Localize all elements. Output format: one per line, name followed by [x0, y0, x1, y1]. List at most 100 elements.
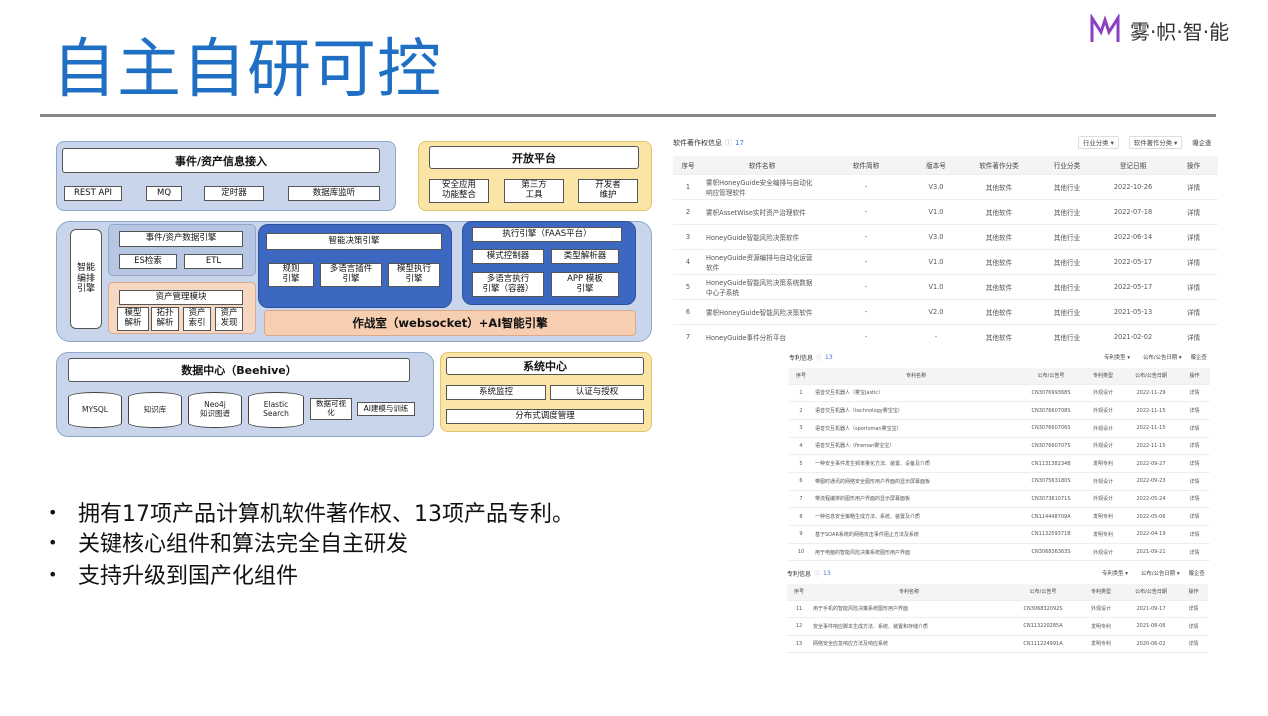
table-cell: 2021-08-06	[1123, 617, 1179, 636]
asset-module-item: 拓扑 解析	[151, 307, 179, 331]
detail-link[interactable]: 详情	[1169, 324, 1218, 342]
bullet-text: 拥有17项产品计算机软件著作权、13项产品专利。	[78, 502, 574, 527]
table-cell: 6	[673, 299, 703, 325]
table-cell: -	[821, 224, 911, 250]
db-cylinder: Neo4j 知识图谱	[188, 392, 242, 428]
table-header-row: 序号 专利名称 公布/公告号 专利类型 公布/公告日期 操作	[789, 368, 1210, 385]
table-cell: 4	[789, 437, 813, 456]
filter-dropdown[interactable]: 公布/公告日期 ▾	[1136, 568, 1184, 578]
table-cell: 网络安全应急响应方法及响应系统	[811, 635, 1007, 653]
detail-link[interactable]: 详情	[1169, 199, 1218, 225]
db-cylinder: Elastic Search	[248, 392, 304, 428]
column-header: 登记日期	[1097, 156, 1169, 175]
table-cell: 外观设计	[1083, 401, 1123, 420]
detail-link[interactable]: 详情	[1179, 635, 1208, 653]
column-header: 专利类型	[1083, 368, 1123, 385]
column-header: 版本号	[911, 156, 961, 175]
detail-link[interactable]: 详情	[1179, 543, 1210, 562]
table-cell: 3	[673, 224, 703, 250]
table-cell: 2022-09-27	[1123, 454, 1179, 473]
filter-dropdown[interactable]: 专利类型 ▾	[1098, 568, 1132, 578]
column-header: 行业分类	[1037, 156, 1097, 175]
logo: 雾·帜·智·能	[1088, 14, 1229, 46]
detail-link[interactable]: 详情	[1179, 525, 1210, 544]
detail-link[interactable]: 详情	[1169, 174, 1218, 200]
warroom-bar: 作战室（websocket）+AI智能引擎	[264, 310, 636, 336]
filter-dropdown[interactable]: 专利类型 ▾	[1100, 352, 1134, 362]
table-cell: 12	[787, 617, 811, 636]
table-cell: 其他行业	[1037, 299, 1097, 325]
table-cell: 其他软件	[961, 224, 1037, 250]
detail-link[interactable]: 详情	[1179, 437, 1210, 456]
table-cell: 2021-05-13	[1097, 299, 1169, 325]
table-cell: 2022-07-18	[1097, 199, 1169, 225]
logo-icon	[1090, 14, 1120, 42]
table-cell: 7	[673, 324, 703, 342]
db-cylinder: 知识库	[128, 392, 182, 428]
table-cell: HoneyGuide事件分析平台	[703, 324, 821, 342]
detail-link[interactable]: 详情	[1179, 490, 1210, 509]
column-header: 操作	[1169, 156, 1218, 175]
filter-dropdown[interactable]: 行业分类 ▾	[1078, 136, 1119, 149]
bullet-dot: •	[48, 502, 58, 522]
patent-header: 专利信息 ⓘ 13	[789, 352, 833, 363]
decision-engine-item: 模型执行 引擎	[388, 263, 440, 287]
table-cell: 语音交互机器人（sportsman雾宝宝）	[813, 419, 1019, 438]
column-header: 专利名称	[813, 368, 1019, 385]
table-cell: 2022-04-19	[1123, 525, 1179, 544]
detail-link[interactable]: 详情	[1179, 384, 1210, 403]
data-engine-item: ES检索	[119, 254, 177, 269]
column-header: 序号	[789, 368, 813, 385]
detail-link[interactable]: 详情	[1179, 472, 1210, 491]
table-cell: 带图时通讯的网络安全图形用户界面的显示屏幕面板	[813, 472, 1019, 491]
filter-dropdown[interactable]: 公布/公告日期 ▾	[1138, 352, 1186, 362]
asset-module-item: 资产 发现	[215, 307, 243, 331]
detail-link[interactable]: 详情	[1179, 507, 1210, 526]
detail-link[interactable]: 详情	[1169, 224, 1218, 250]
table-cell: 6	[789, 472, 813, 491]
table-cell: V3.0	[911, 224, 961, 250]
detail-link[interactable]: 详情	[1179, 419, 1210, 438]
detail-link[interactable]: 详情	[1169, 249, 1218, 275]
logo-text: 雾·帜·智·能	[1130, 19, 1230, 44]
detail-link[interactable]: 详情	[1179, 401, 1210, 420]
qcc-brand: 曝企查	[1192, 139, 1212, 147]
qcc-brand: 曝企查	[1190, 355, 1207, 361]
table-cell: V2.0	[911, 299, 961, 325]
detail-link[interactable]: 详情	[1179, 600, 1208, 618]
column-header: 软件简称	[821, 156, 911, 175]
table-cell: CN307361071S	[1019, 490, 1083, 509]
table-cell: 其他行业	[1037, 224, 1097, 250]
table-cell: -	[821, 274, 911, 300]
table-cell: 1	[673, 174, 703, 200]
detail-link[interactable]: 详情	[1169, 299, 1218, 325]
filter-dropdown[interactable]: 软件著作分类 ▾	[1128, 136, 1183, 149]
data-engine-item: ETL	[184, 254, 243, 269]
exec-engine-item: 多语言执行 引擎（容器）	[472, 272, 544, 297]
asset-module-title: 资产管理模块	[119, 290, 243, 305]
column-header: 操作	[1179, 368, 1210, 385]
sw-header: 软件著作权信息 ⓘ 17	[673, 137, 744, 149]
column-header: 软件名称	[703, 156, 821, 175]
datacenter-extra: 数据可视 化	[310, 398, 352, 420]
system-center-item: 系统监控	[446, 385, 546, 400]
table-cell: 13	[787, 635, 811, 653]
detail-link[interactable]: 详情	[1179, 617, 1208, 636]
bullet-text: 关键核心组件和算法完全自主研发	[78, 532, 409, 557]
detail-link[interactable]: 详情	[1179, 454, 1210, 473]
detail-link[interactable]: 详情	[1169, 274, 1218, 300]
table-cell: 其他行业	[1037, 274, 1097, 300]
table-cell: 2022-05-17	[1097, 249, 1169, 275]
column-header: 序号	[787, 584, 811, 601]
table-cell: 2022-06-14	[1097, 224, 1169, 250]
table-cell: CN113220285A	[1007, 617, 1079, 636]
